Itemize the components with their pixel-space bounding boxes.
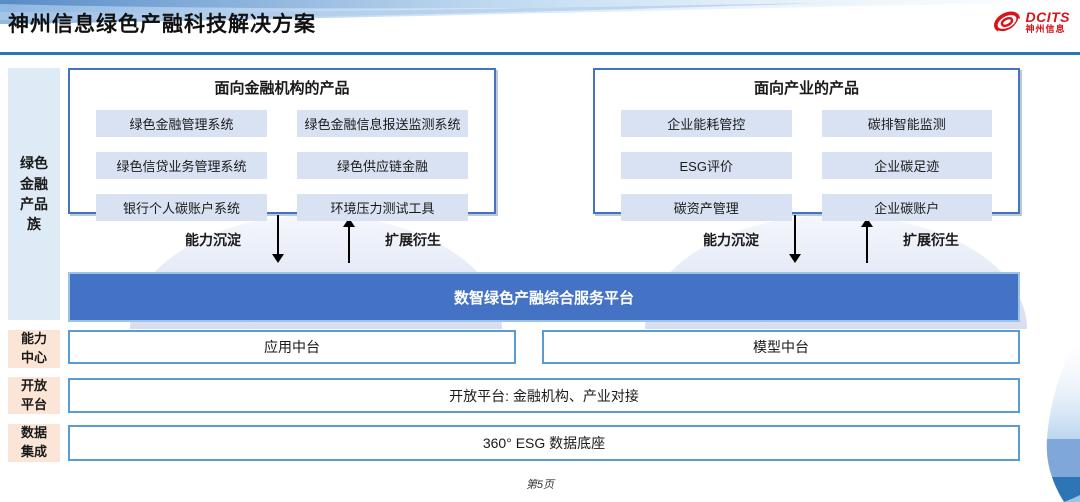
product-item: 碳资产管理: [621, 194, 792, 221]
up-arrow-icon: [861, 218, 873, 263]
product-group-title: 面向金融机构的产品: [214, 80, 350, 97]
layer-box-model-middle-platform: 模型中台: [542, 330, 1020, 364]
layer-box-esg-data-base: 360° ESG 数据底座: [68, 425, 1020, 461]
rail-label-text: 数据集成: [20, 425, 47, 459]
product-grid: 绿色金融管理系统 绿色金融信息报送监测系统 绿色信贷业务管理系统 绿色供应链金融…: [70, 98, 494, 221]
product-group-title: 面向产业的产品: [753, 80, 859, 97]
rail-label-product-family: 绿色金融产品族: [8, 68, 60, 320]
platform-bar: 数智绿色产融综合服务平台: [68, 272, 1020, 322]
product-item: 企业碳足迹: [821, 152, 992, 179]
flow-label-extension: 扩展衍生: [903, 232, 959, 248]
arrow-head: [789, 254, 801, 263]
product-item: 碳排智能监测: [821, 110, 992, 137]
page-number: 第5页: [525, 479, 555, 491]
arrow-shaft: [348, 227, 350, 263]
dcits-logo: DCITS 神州信息: [992, 7, 1071, 37]
rail-label-text: 开放平台: [20, 377, 47, 412]
header-divider: [0, 52, 1080, 55]
product-grid: 企业能耗管控 碳排智能监测 ESG评价 企业碳足迹 碳资产管理 企业碳账户: [595, 98, 1018, 221]
product-item: 绿色金融管理系统: [96, 110, 267, 137]
up-arrow-icon: [343, 218, 355, 263]
flow-label-extension: 扩展衍生: [385, 232, 441, 248]
product-group-industry: 面向产业的产品 企业能耗管控 碳排智能监测 ESG评价 企业碳足迹 碳资产管理 …: [593, 68, 1020, 221]
down-arrow-icon: [272, 215, 284, 263]
logo-brand-text: DCITS: [1025, 8, 1070, 25]
layer-box-open-platform: 开放平台: 金融机构、产业对接: [68, 378, 1020, 413]
page-title: 神州信息绿色产融科技解决方案: [8, 13, 316, 36]
product-group-financial: 面向金融机构的产品 绿色金融管理系统 绿色金融信息报送监测系统 绿色信贷业务管理…: [68, 68, 496, 221]
arrow-head: [272, 254, 284, 263]
arrow-head: [343, 218, 355, 227]
arrow-shaft: [277, 215, 279, 254]
product-item: 绿色供应链金融: [297, 152, 468, 179]
rail-label-data-integration: 数据集成: [8, 424, 60, 462]
flow-label-capability: 能力沉淀: [185, 232, 241, 248]
product-item: 企业碳账户: [821, 194, 992, 221]
arrow-head: [861, 218, 873, 227]
product-item: 银行个人碳账户系统: [96, 194, 267, 221]
arrow-shaft: [794, 215, 796, 254]
product-item: 环境压力测试工具: [297, 194, 468, 221]
rail-label-text: 能力中心: [20, 331, 47, 365]
product-item: 绿色金融信息报送监测系统: [297, 110, 468, 137]
arrow-shaft: [866, 227, 868, 263]
rail-label-capability-center: 能力中心: [8, 330, 60, 368]
down-arrow-icon: [789, 215, 801, 263]
product-item: 企业能耗管控: [621, 110, 792, 137]
logo-brand-cn-text: 神州信息: [1025, 23, 1066, 34]
dcits-swirl-icon: [993, 11, 1022, 34]
rail-label-text: 绿色金融产品族: [20, 155, 48, 233]
layer-box-app-middle-platform: 应用中台: [68, 330, 516, 364]
product-item: ESG评价: [621, 152, 792, 179]
flow-label-capability: 能力沉淀: [703, 232, 759, 248]
rail-label-open-platform: 开放平台: [8, 377, 60, 414]
product-item: 绿色信贷业务管理系统: [96, 152, 267, 179]
